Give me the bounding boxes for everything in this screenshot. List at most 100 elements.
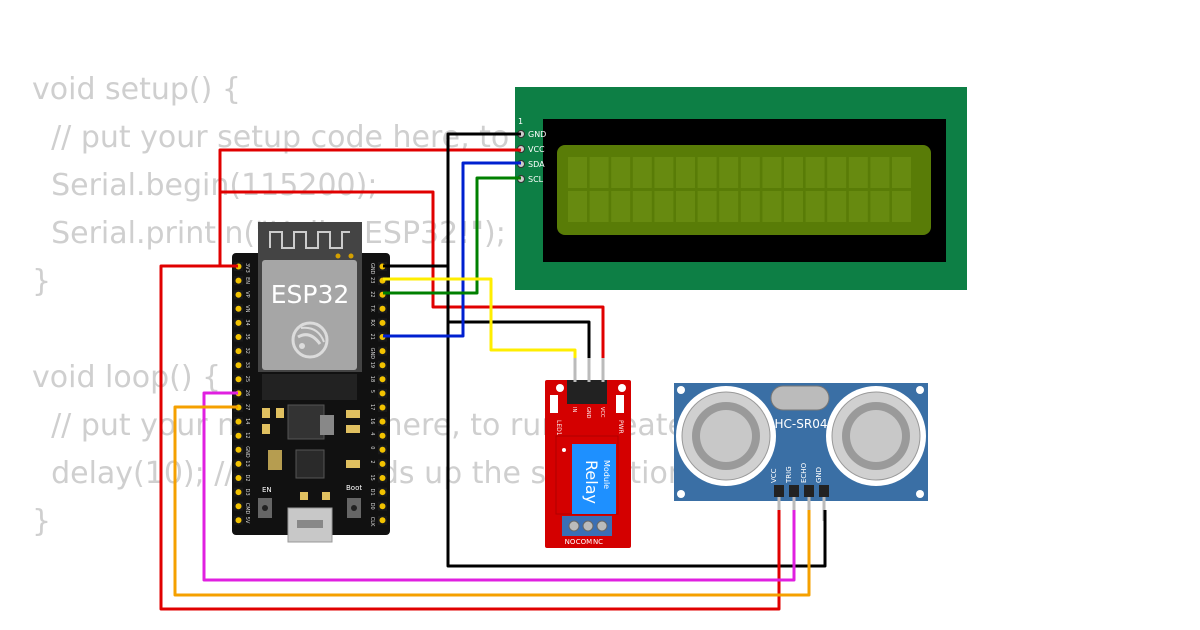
esp32-right-pin[interactable] xyxy=(379,418,386,425)
esp32-left-pin-label: D2 xyxy=(244,475,250,482)
wire-magenta[interactable] xyxy=(202,391,796,582)
lcd-cell xyxy=(762,191,782,222)
wire-red[interactable] xyxy=(159,264,781,611)
esp32-right-pin[interactable] xyxy=(379,460,386,467)
hcsr04-pin-label: GND xyxy=(815,467,823,483)
esp32-left-pin[interactable] xyxy=(235,460,242,467)
esp32-right-pin-label: CLK xyxy=(369,517,375,527)
relay-dot xyxy=(562,448,566,452)
lcd-cell xyxy=(568,191,587,222)
wire-yellow[interactable] xyxy=(383,277,577,358)
hcsr04-pin-socket xyxy=(789,485,799,497)
esp32-right-pin-label: 16 xyxy=(369,418,375,424)
terminal-screw-icon xyxy=(582,520,594,532)
esp32-right-pin-label: 23 xyxy=(369,277,375,283)
esp32-left-pin[interactable] xyxy=(235,446,242,453)
hcsr04-pin[interactable] xyxy=(807,497,811,521)
esp32-right-pin[interactable] xyxy=(379,503,386,510)
lcd-cell xyxy=(892,157,911,188)
relay-terminal-label: NC xyxy=(593,538,603,546)
esp32-left-pin[interactable] xyxy=(235,319,242,326)
relay-pin-header xyxy=(567,380,607,404)
esp32-left-pin[interactable] xyxy=(235,277,242,284)
esp32-right-pin[interactable] xyxy=(379,475,386,481)
hcsr04-pin-label: ECHO xyxy=(800,462,808,483)
esp32-right-pin-label: 17 xyxy=(369,404,375,410)
esp32-left-pin[interactable] xyxy=(235,362,242,369)
esp32-right-pin[interactable] xyxy=(379,348,386,355)
led-indicator xyxy=(300,492,308,500)
mount-hole xyxy=(677,386,685,394)
relay-pin[interactable] xyxy=(573,356,577,382)
hcsr04-pin[interactable] xyxy=(792,497,796,521)
lcd-pin-label: GND xyxy=(528,130,546,139)
relay-sublabel: Module xyxy=(602,460,611,489)
wire-black[interactable] xyxy=(446,322,827,568)
lcd-cell xyxy=(870,191,890,222)
esp32-left-pin[interactable] xyxy=(235,418,242,425)
lcd-character-cells xyxy=(568,157,911,222)
esp32-right-pin-label: TX xyxy=(369,304,375,312)
lcd-cell xyxy=(870,157,890,188)
lcd-cell xyxy=(784,191,803,222)
esp32-right-pin-label: RX xyxy=(369,319,375,326)
esp32-left-pin[interactable] xyxy=(235,291,242,298)
hcsr04-label: HC-SR04 xyxy=(775,417,828,431)
lcd-cell xyxy=(568,157,587,188)
esp32-left-pin[interactable] xyxy=(235,432,242,439)
wires xyxy=(159,132,827,611)
esp32-right-pin[interactable] xyxy=(379,432,386,439)
esp32-left-pin[interactable] xyxy=(235,503,242,510)
esp32-right-pin[interactable] xyxy=(379,517,386,524)
esp32-left-pin[interactable] xyxy=(235,334,242,340)
esp32-right-pin[interactable] xyxy=(379,362,386,369)
hcsr04-pin[interactable] xyxy=(777,497,781,521)
mount-hole xyxy=(916,386,924,394)
led1-indicator xyxy=(550,395,558,413)
relay-pin[interactable] xyxy=(601,356,605,382)
esp32-right-pin-label: 5 xyxy=(369,390,375,393)
esp32-board[interactable]: ESP32 3V3ENVPVN343532332526271412GND13D2… xyxy=(232,222,390,543)
hcsr04-pin-socket xyxy=(804,485,814,497)
antenna-pad xyxy=(335,253,341,259)
wire-green[interactable] xyxy=(383,176,521,295)
esp32-right-pin[interactable] xyxy=(379,319,386,326)
esp32-right-pin[interactable] xyxy=(379,376,386,383)
lcd-cell xyxy=(827,157,847,188)
esp32-right-pin[interactable] xyxy=(379,489,386,496)
relay-terminal-label: NO xyxy=(565,538,576,546)
hcsr04-pin[interactable] xyxy=(822,497,826,521)
esp32-left-pin-label: 34 xyxy=(244,319,250,325)
relay-pin-label: VCC xyxy=(599,407,605,418)
lcd-cell xyxy=(827,191,847,222)
esp32-right-pin[interactable] xyxy=(379,390,386,397)
esp32-right-pin[interactable] xyxy=(379,404,386,411)
lcd-cell xyxy=(676,191,695,222)
terminal-screw-icon xyxy=(568,520,580,532)
esp32-right-pin[interactable] xyxy=(379,305,386,312)
code-line: } xyxy=(32,264,52,299)
esp32-right-pin[interactable] xyxy=(379,446,386,453)
relay-terminal-label: COM xyxy=(576,538,592,546)
wire-blue[interactable] xyxy=(383,161,521,338)
lcd-cell xyxy=(848,157,868,188)
esp32-left-pin[interactable] xyxy=(235,489,242,496)
lcd-cell xyxy=(611,157,631,188)
esp32-left-pin-label: CMD xyxy=(244,503,250,515)
wire-black[interactable] xyxy=(383,132,521,268)
esp32-left-pin[interactable] xyxy=(235,376,242,383)
esp32-right-pin-label: GND xyxy=(369,348,375,360)
esp32-left-pin[interactable] xyxy=(235,475,242,481)
hcsr04-pin-label: VCC xyxy=(770,468,778,483)
esp32-left-pin[interactable] xyxy=(235,348,242,355)
esp32-left-pin[interactable] xyxy=(235,305,242,312)
usb-port-opening xyxy=(297,520,323,528)
relay-pin[interactable] xyxy=(587,356,591,382)
esp32-left-pin[interactable] xyxy=(235,517,242,524)
wire-orange[interactable] xyxy=(173,405,811,597)
